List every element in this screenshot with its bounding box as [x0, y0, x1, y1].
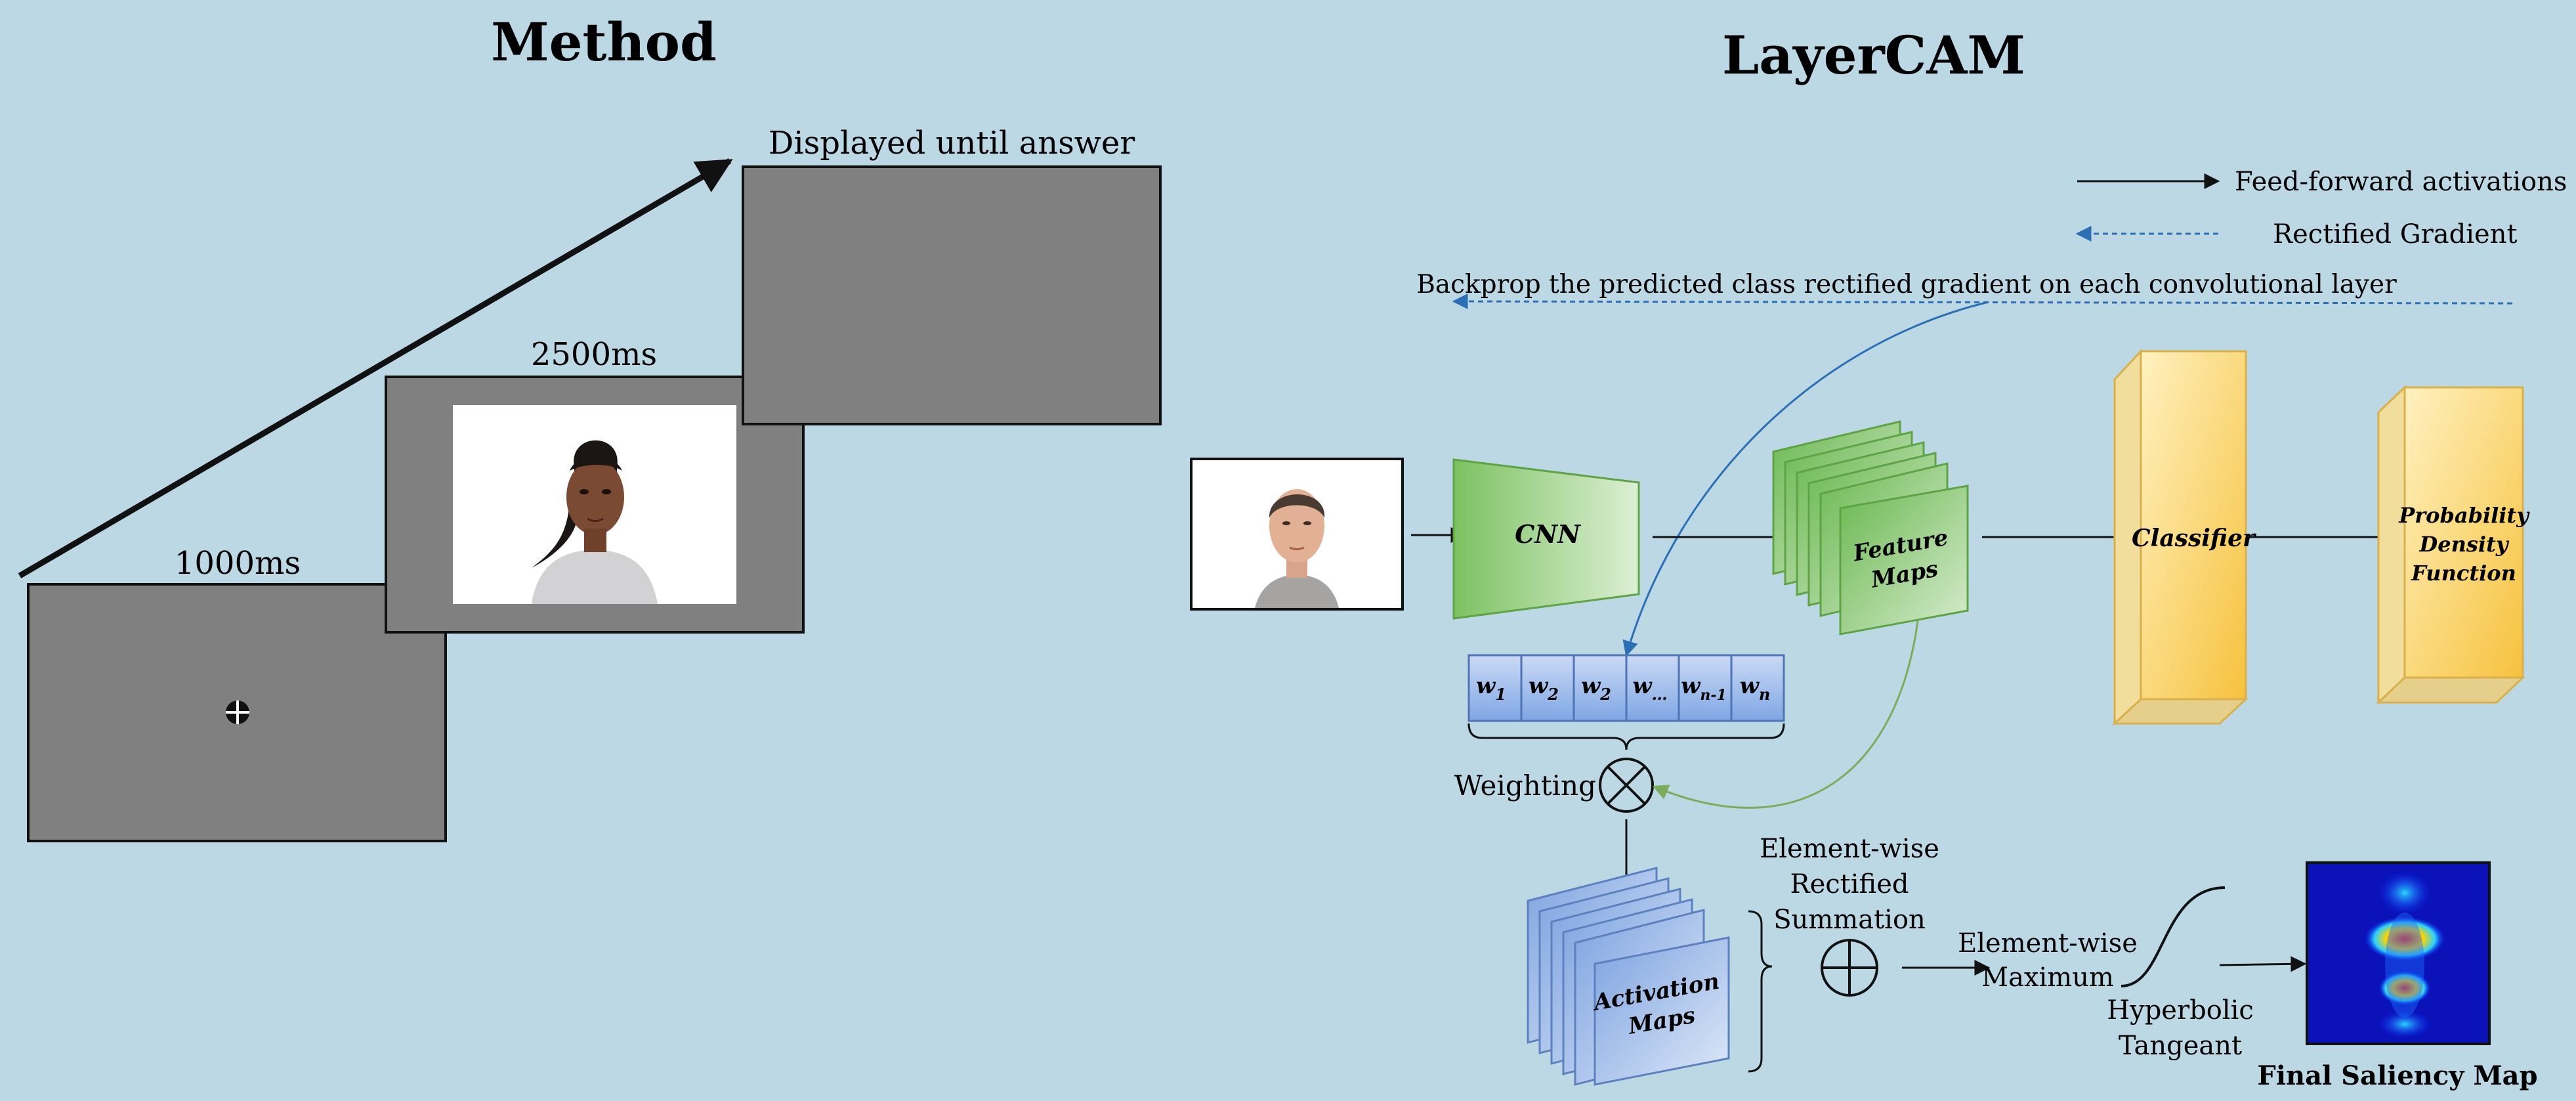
activation-maps-stack: [1527, 867, 1730, 1086]
gradient-to-weights-arrow: [1622, 301, 1989, 657]
backprop-label: Backprop the predicted class rectified g…: [1416, 270, 2397, 299]
summation-label-3: Summation: [1773, 905, 1926, 935]
classifier-label: Classifier: [2132, 525, 2257, 552]
features-to-weighting-arrow: [1652, 620, 1919, 809]
legend-gradient-label: Rectified Gradient: [2273, 219, 2518, 249]
woman-face-illustration: [453, 405, 736, 604]
final-saliency-label: Final Saliency Map: [2257, 1060, 2537, 1091]
input-face-photo: [1190, 458, 1404, 611]
label-1000ms: 1000ms: [175, 545, 301, 582]
tanh-to-saliency-arrow: [2219, 956, 2307, 972]
method-title: Method: [491, 11, 717, 73]
weight-cell: [1625, 654, 1680, 722]
stimulus-face-photo: [453, 405, 736, 604]
weight-cell: [1467, 654, 1523, 722]
feature-maps-stack: [1772, 420, 1969, 636]
summation-label-1: Element-wise: [1760, 834, 1939, 864]
label-2500ms: 2500ms: [531, 336, 657, 373]
weighting-label: Weighting: [1454, 769, 1596, 802]
pdf-label-2: Density: [2419, 532, 2510, 557]
weight-label-3: w2: [1581, 673, 1611, 704]
weight-cell: [1678, 654, 1733, 722]
weight-cell: [1573, 654, 1628, 722]
activation-brace: [1748, 910, 1773, 1073]
fixation-cross-icon: [226, 701, 249, 724]
plus-icon: [1821, 939, 1878, 997]
weight-cell: [1730, 654, 1785, 722]
tangent-label-1: Hyperbolic: [2107, 995, 2254, 1025]
tangent-label-2: Tangeant: [2119, 1031, 2242, 1061]
label-displayed-until-answer: Displayed until answer: [769, 125, 1135, 162]
backprop-arrow: [1452, 293, 2513, 310]
man-face-illustration: [1193, 460, 1401, 608]
maximum-label-1: Element-wise: [1958, 928, 2138, 959]
weights-row: [1467, 654, 1785, 722]
summation-label-2: Rectified: [1790, 869, 1909, 899]
cnn-block: [1452, 458, 1640, 620]
weight-label-5: wn-1: [1681, 673, 1727, 704]
tanh-curve-icon: [2121, 886, 2226, 987]
weight-cell: [1520, 654, 1575, 722]
multiply-icon: [1599, 758, 1654, 813]
legend-feedforward-label: Feed-forward activations: [2235, 167, 2567, 197]
saliency-map-image: [2306, 861, 2491, 1045]
weights-brace: [1467, 723, 1785, 750]
pdf-label-1: Probability: [2398, 503, 2530, 528]
answer-screen: [742, 165, 1162, 425]
layercam-title: LayerCAM: [1722, 24, 2025, 86]
weight-label-6: wn: [1740, 673, 1771, 704]
cnn-label: CNN: [1515, 519, 1581, 549]
pdf-block: [2376, 385, 2525, 705]
weight-label-2: w2: [1529, 673, 1559, 704]
timeline-arrow: [18, 158, 733, 578]
maximum-label-2: Maximum: [1981, 962, 2114, 993]
pdf-label-3: Function: [2411, 561, 2516, 586]
weight-label-1: w1: [1476, 673, 1506, 704]
weight-label-4: w…: [1632, 673, 1667, 704]
classifier-block: [2112, 349, 2249, 726]
